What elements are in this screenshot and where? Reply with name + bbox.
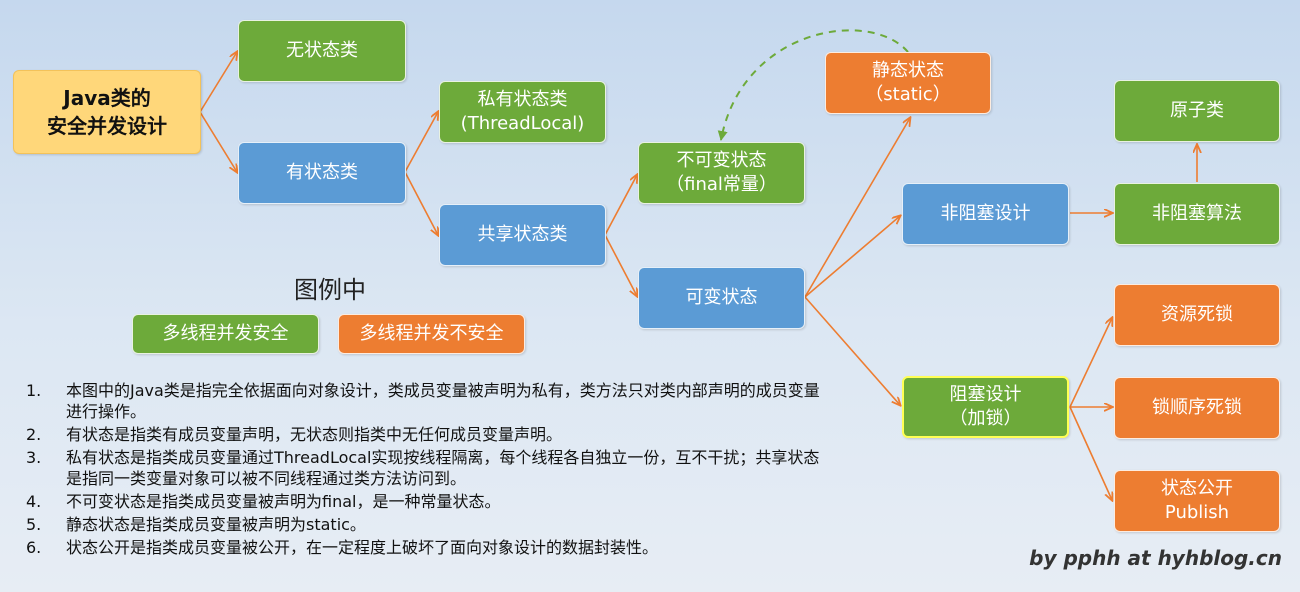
note-item: 6. 状态公开是指类成员变量被公开，在一定程度上破坏了面向对象设计的数据封装性。 (26, 537, 826, 558)
edge-mutable-nonblocking (804, 216, 900, 298)
note-item: 1. 本图中的Java类是指完全依据面向对象设计，类成员变量被声明为私有，类方法… (26, 380, 826, 422)
node-stateful-label: 有状态类 (286, 162, 358, 183)
note-text: 状态公开是指类成员变量被公开，在一定程度上破坏了面向对象设计的数据封装性。 (66, 538, 659, 557)
note-text: 静态状态是指类成员变量被声明为static。 (66, 515, 366, 534)
note-text: 私有状态是指类成员变量通过ThreadLocal实现按线程隔离，每个线程各自独立… (66, 448, 820, 488)
note-item: 3. 私有状态是指类成员变量通过ThreadLocal实现按线程隔离，每个线程各… (26, 447, 826, 489)
edge-mutable-static (804, 118, 910, 298)
node-private-state: 私有状态类 (ThreadLocal) (439, 81, 606, 143)
node-shared-state: 共享状态类 (439, 204, 606, 266)
node-private-state-line1: 私有状态类 (477, 89, 568, 110)
node-nonblocking-algorithm: 非阻塞算法 (1114, 183, 1280, 245)
legend-unsafe: 多线程并发不安全 (338, 314, 525, 354)
node-blocking-design-line1: 阻塞设计 (949, 384, 1022, 405)
credit-text: by pphh at hyhblog.cn (1029, 546, 1282, 570)
edge-blocking-publish (1069, 406, 1112, 500)
node-atomic-class-label: 原子类 (1170, 100, 1224, 121)
node-resource-deadlock-label: 资源死锁 (1161, 304, 1233, 325)
node-immutable-state: 不可变状态 （final常量） (638, 142, 805, 204)
note-item: 5. 静态状态是指类成员变量被声明为static。 (26, 514, 826, 535)
node-private-state-line2: (ThreadLocal) (460, 113, 585, 134)
node-shared-state-label: 共享状态类 (477, 224, 568, 245)
node-stateless-label: 无状态类 (286, 40, 358, 61)
edge-stateful-shared (404, 171, 438, 235)
node-state-publish-line1: 状态公开 (1161, 478, 1233, 499)
legend-title: 图例中 (294, 276, 366, 304)
edge-blocking-resource (1069, 318, 1112, 408)
node-lock-order-deadlock: 锁顺序死锁 (1114, 377, 1280, 439)
edge-shared-immutable (604, 175, 637, 236)
note-number: 1. (26, 381, 42, 400)
legend-safe-label: 多线程并发安全 (162, 323, 289, 344)
node-stateful: 有状态类 (238, 142, 406, 204)
edge-mutable-blocking (804, 296, 900, 405)
note-text: 不可变状态是指类成员变量被声明为final，是一种常量状态。 (66, 492, 501, 511)
node-immutable-state-line2: （final常量） (666, 174, 777, 195)
notes-list: 1. 本图中的Java类是指完全依据面向对象设计，类成员变量被声明为私有，类方法… (26, 380, 826, 560)
node-resource-deadlock: 资源死锁 (1114, 284, 1280, 346)
node-mutable-state-label: 可变状态 (685, 287, 758, 308)
node-atomic-class: 原子类 (1114, 80, 1280, 142)
note-number: 4. (26, 492, 42, 511)
edge-shared-mutable (604, 234, 637, 296)
note-number: 5. (26, 515, 42, 534)
dashed-edge-static-immutable (717, 29, 909, 141)
node-immutable-state-line1: 不可变状态 (676, 150, 767, 171)
node-nonblocking-design-label: 非阻塞设计 (940, 203, 1031, 224)
note-number: 3. (26, 448, 42, 467)
node-nonblocking-algorithm-label: 非阻塞算法 (1152, 203, 1242, 224)
node-state-publish: 状态公开 Publish (1114, 470, 1280, 532)
note-number: 6. (26, 538, 42, 557)
note-number: 2. (26, 425, 42, 444)
node-lock-order-deadlock-label: 锁顺序死锁 (1152, 397, 1242, 418)
root-node-java-class-concurrency: Java类的 安全并发设计 (13, 70, 201, 154)
root-line2: 安全并发设计 (47, 114, 167, 138)
edge-stateful-private (404, 112, 438, 173)
note-text: 本图中的Java类是指完全依据面向对象设计，类成员变量被声明为私有，类方法只对类… (66, 381, 820, 421)
node-state-publish-line2: Publish (1164, 502, 1230, 523)
node-static-state-line2: （static） (865, 84, 951, 105)
node-stateless: 无状态类 (238, 20, 406, 82)
node-mutable-state: 可变状态 (638, 267, 805, 329)
legend-safe: 多线程并发安全 (132, 314, 319, 354)
node-nonblocking-design: 非阻塞设计 (902, 183, 1069, 245)
note-item: 2. 有状态是指类有成员变量声明，无状态则指类中无任何成员变量声明。 (26, 424, 826, 445)
edge-root-stateful (199, 111, 237, 172)
edge-root-stateless (199, 52, 237, 113)
node-blocking-design-line2: （加锁） (949, 408, 1022, 429)
root-line1: Java类的 (63, 86, 151, 110)
note-text: 有状态是指类有成员变量声明，无状态则指类中无任何成员变量声明。 (66, 425, 563, 444)
node-static-state: 静态状态 （static） (825, 52, 991, 114)
note-item: 4. 不可变状态是指类成员变量被声明为final，是一种常量状态。 (26, 491, 826, 512)
node-blocking-design: 阻塞设计 （加锁） (902, 376, 1069, 438)
node-static-state-line1: 静态状态 (872, 60, 944, 81)
legend-unsafe-label: 多线程并发不安全 (359, 323, 504, 344)
